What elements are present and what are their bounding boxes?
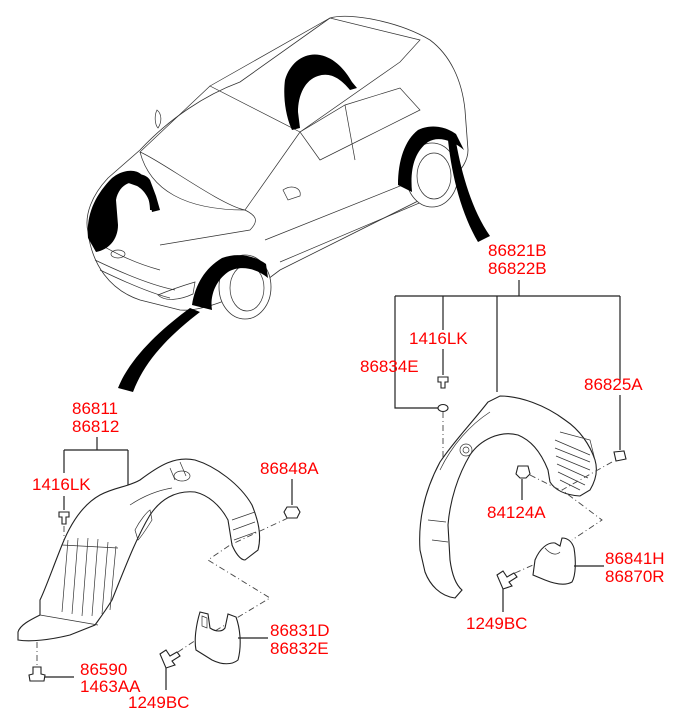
front-inner-fender-liner xyxy=(17,458,261,642)
rear-liner-group: 86821B 86822B 1416LK 86834E 86825A 84124… xyxy=(360,241,665,633)
front-mudguard-number-2: 86832E xyxy=(270,639,329,658)
rear-screw-label: 1249BC xyxy=(466,614,527,633)
rear-clip-label: 86825A xyxy=(584,375,643,394)
front-right-liner-highlight xyxy=(192,255,268,310)
rear-right-liner-highlight xyxy=(398,126,464,192)
bottom-bolt-number-2: 1463AA xyxy=(80,677,141,696)
front-part-number-1: 86811 xyxy=(72,399,118,418)
bottom-bolt-number-1: 86590 xyxy=(80,660,127,679)
rear-part-number-1: 86821B xyxy=(488,241,547,260)
nut-icon xyxy=(515,465,531,479)
rear-mudguard-number-2: 86870R xyxy=(605,567,665,586)
front-mudguard xyxy=(194,611,241,665)
rear-nut-label: 84124A xyxy=(487,503,546,522)
push-pin-icon xyxy=(437,376,449,389)
front-liner-group: 86811 86812 1416LK 86848A 86831D 86832E xyxy=(17,399,330,712)
bolt-icon xyxy=(28,666,46,682)
car-illustration xyxy=(86,15,490,392)
rear-mudguard xyxy=(532,537,576,585)
rear-inner-fender-liner xyxy=(419,395,597,599)
rear-part-number-2: 86822B xyxy=(488,259,547,278)
front-left-liner-highlight xyxy=(87,170,156,252)
front-clip-label: 86848A xyxy=(260,459,319,478)
screw-icon xyxy=(159,649,181,669)
push-pin-icon xyxy=(58,511,70,525)
washer-icon xyxy=(437,403,449,413)
front-fastener-label: 1416LK xyxy=(32,475,91,494)
front-mudguard-number-1: 86831D xyxy=(270,621,330,640)
front-screw-label: 1249BC xyxy=(128,693,189,712)
rear-left-liner-highlight xyxy=(284,54,357,130)
rear-fastener-label: 1416LK xyxy=(409,329,468,348)
front-part-number-2: 86812 xyxy=(72,417,119,436)
clip-icon xyxy=(613,450,627,462)
rear-pointer xyxy=(448,140,490,242)
rear-washer-label: 86834E xyxy=(360,357,419,376)
rear-mudguard-number-1: 86841H xyxy=(605,549,665,568)
front-pointer xyxy=(118,308,200,392)
screw-icon xyxy=(496,570,518,590)
clip-icon xyxy=(283,506,301,519)
